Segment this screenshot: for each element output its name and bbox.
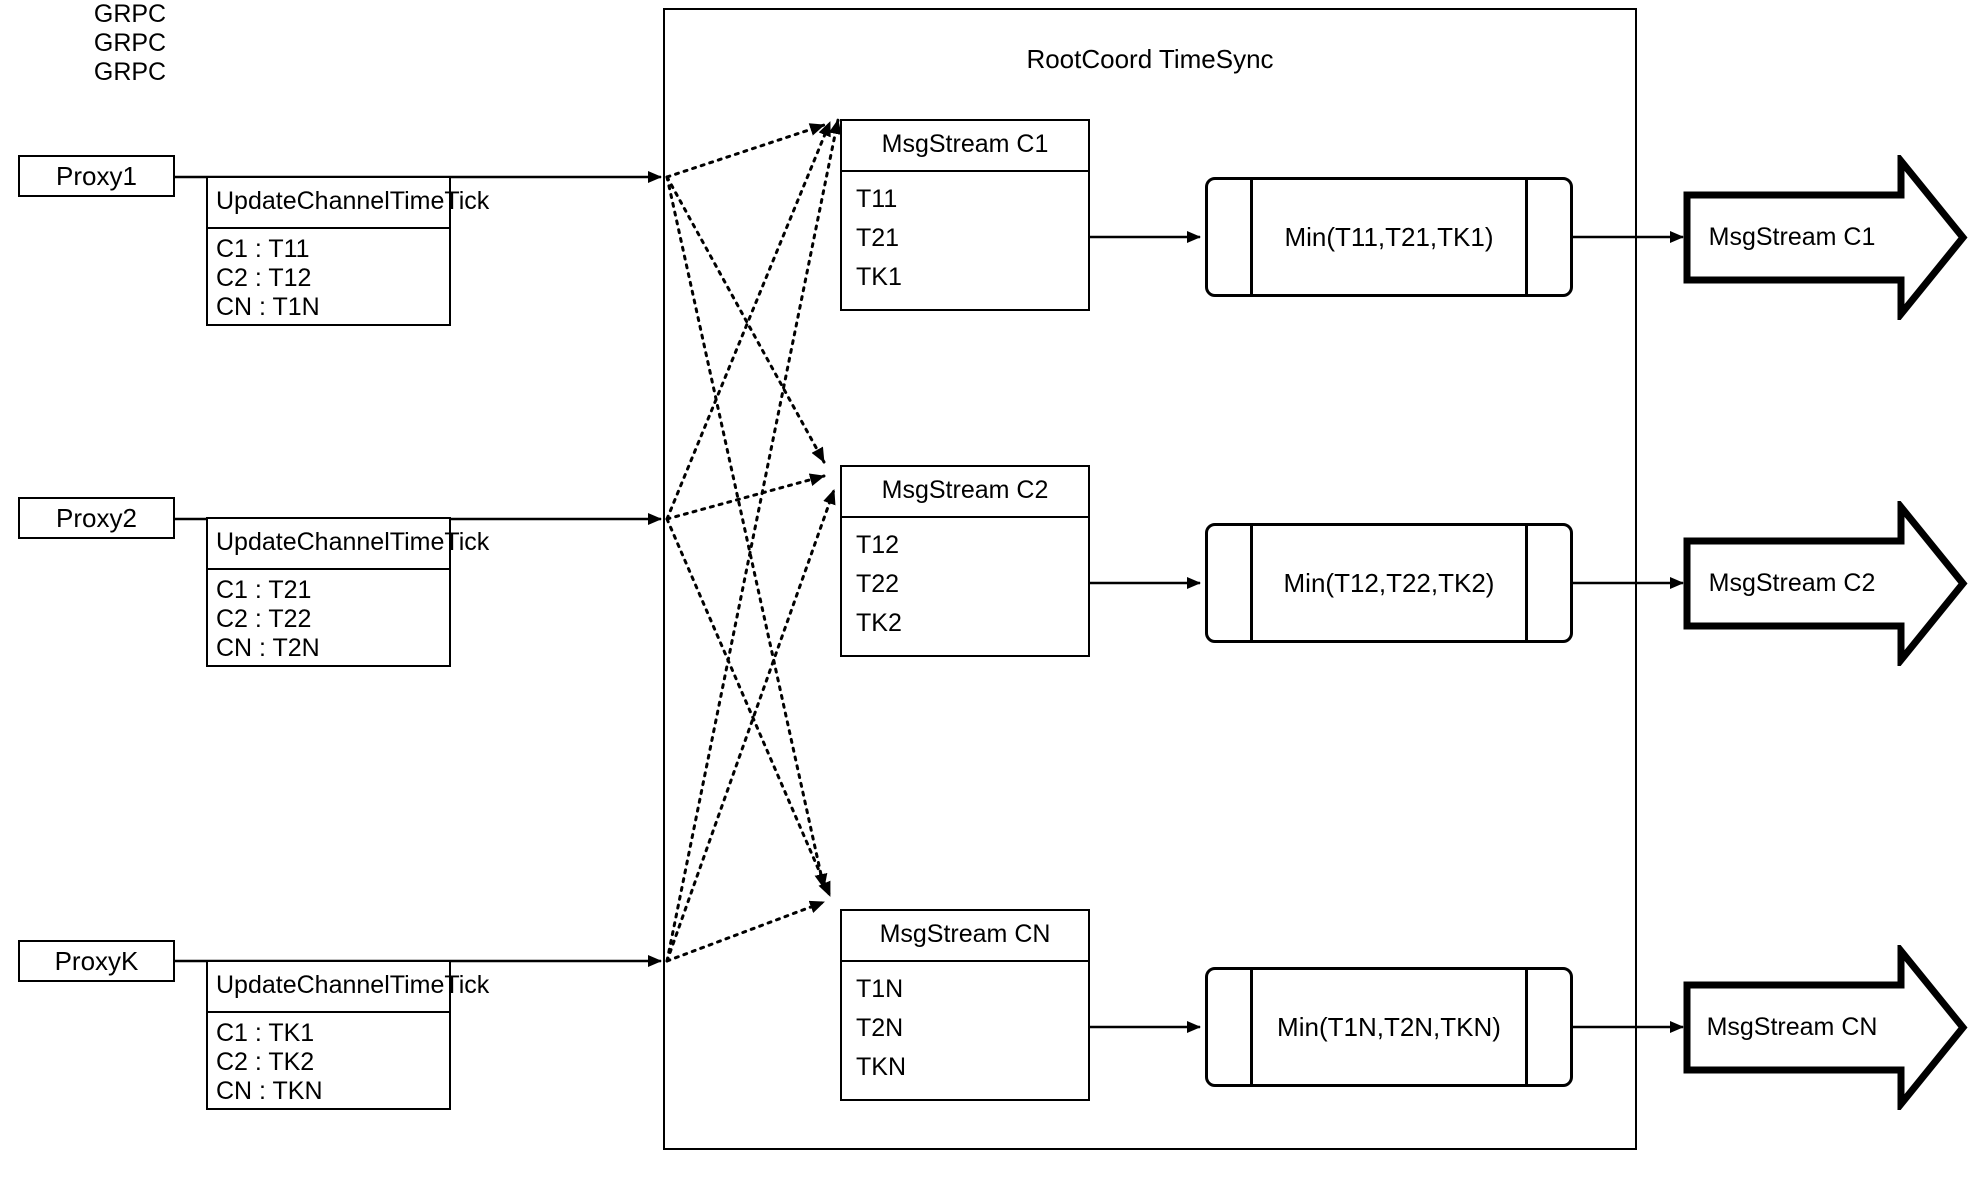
min-divider-right — [1525, 970, 1528, 1084]
tick-table-body: C1 : TK1 C2 : TK2 CN : TKN — [208, 1013, 449, 1116]
output-block-arrow-c2: MsgStream C2 — [1683, 501, 1969, 666]
msgstream-header: MsgStream CN — [842, 911, 1088, 962]
msgstream-row: T22 — [856, 570, 900, 598]
msgstream-row: T21 — [856, 224, 900, 252]
tick-table-proxyk: UpdateChannelTimeTick C1 : TK1 C2 : TK2 … — [206, 960, 489, 1110]
min-label: Min(T12,T22,TK2) — [1283, 567, 1495, 598]
tick-table-proxy2: UpdateChannelTimeTick C1 : T21 C2 : T22 … — [206, 517, 489, 667]
tick-row: CN : T2N — [216, 634, 320, 662]
output-label: MsgStream C2 — [1708, 569, 1876, 597]
tick-row: C2 : T12 — [216, 264, 312, 292]
msgstream-table-cn: MsgStream CN T1N T2N TKN — [840, 909, 1090, 1101]
min-node-c1: Min(T11,T21,TK1) — [1205, 177, 1573, 297]
output-label: MsgStream CN — [1706, 1013, 1878, 1041]
min-divider-right — [1525, 526, 1528, 640]
output-block-arrow-cn: MsgStream CN — [1683, 945, 1969, 1110]
tick-row: C1 : T11 — [216, 235, 310, 263]
grpc-label-proxyk: GRPC — [93, 58, 167, 86]
output-block-arrow-c1: MsgStream C1 — [1683, 155, 1969, 320]
grpc-label-proxy2: GRPC — [93, 29, 167, 57]
tick-row: C2 : TK2 — [216, 1048, 315, 1076]
msgstream-body: T1N T2N TKN — [842, 962, 1088, 1099]
min-divider-left — [1250, 526, 1253, 640]
tick-table-body: C1 : T21 C2 : T22 CN : T2N — [208, 570, 449, 673]
msgstream-header: MsgStream C1 — [842, 121, 1088, 172]
grpc-label-proxy1: GRPC — [93, 0, 167, 28]
msgstream-row: T11 — [856, 185, 898, 213]
tick-table-body: C1 : T11 C2 : T12 CN : T1N — [208, 229, 449, 332]
msgstream-row: TK2 — [856, 609, 902, 637]
min-divider-right — [1525, 180, 1528, 294]
container-title: RootCoord TimeSync — [1026, 44, 1274, 74]
msgstream-header: MsgStream C2 — [842, 467, 1088, 518]
min-node-cn: Min(T1N,T2N,TKN) — [1205, 967, 1573, 1087]
min-divider-left — [1250, 970, 1253, 1084]
tick-row: C1 : TK1 — [216, 1019, 315, 1047]
proxy-box-proxy1[interactable]: Proxy1 — [18, 155, 175, 197]
msgstream-row: T12 — [856, 531, 900, 559]
msgstream-table-c2: MsgStream C2 T12 T22 TK2 — [840, 465, 1090, 657]
proxy-box-proxyk[interactable]: ProxyK — [18, 940, 175, 982]
tick-row: CN : T1N — [216, 293, 320, 321]
tick-row: CN : TKN — [216, 1077, 323, 1105]
tick-table-proxy1: UpdateChannelTimeTick C1 : T11 C2 : T12 … — [206, 176, 489, 326]
msgstream-row: T1N — [856, 975, 904, 1003]
msgstream-table-c1: MsgStream C1 T11 T21 TK1 — [840, 119, 1090, 311]
min-node-c2: Min(T12,T22,TK2) — [1205, 523, 1573, 643]
tick-table-header: UpdateChannelTimeTick — [208, 178, 489, 229]
min-label: Min(T1N,T2N,TKN) — [1277, 1011, 1501, 1042]
tick-row: C1 : T21 — [216, 576, 312, 604]
rootcoord-timesync-container — [663, 8, 1637, 1150]
min-divider-left — [1250, 180, 1253, 294]
msgstream-body: T12 T22 TK2 — [842, 518, 1088, 655]
msgstream-body: T11 T21 TK1 — [842, 172, 1088, 309]
min-label: Min(T11,T21,TK1) — [1284, 221, 1494, 252]
tick-table-header: UpdateChannelTimeTick — [208, 519, 489, 570]
msgstream-row: T2N — [856, 1014, 904, 1042]
proxy-box-proxy2[interactable]: Proxy2 — [18, 497, 175, 539]
tick-row: C2 : T22 — [216, 605, 312, 633]
msgstream-row: TKN — [856, 1053, 906, 1081]
output-label: MsgStream C1 — [1708, 223, 1876, 251]
tick-table-header: UpdateChannelTimeTick — [208, 962, 489, 1013]
msgstream-row: TK1 — [856, 263, 902, 291]
